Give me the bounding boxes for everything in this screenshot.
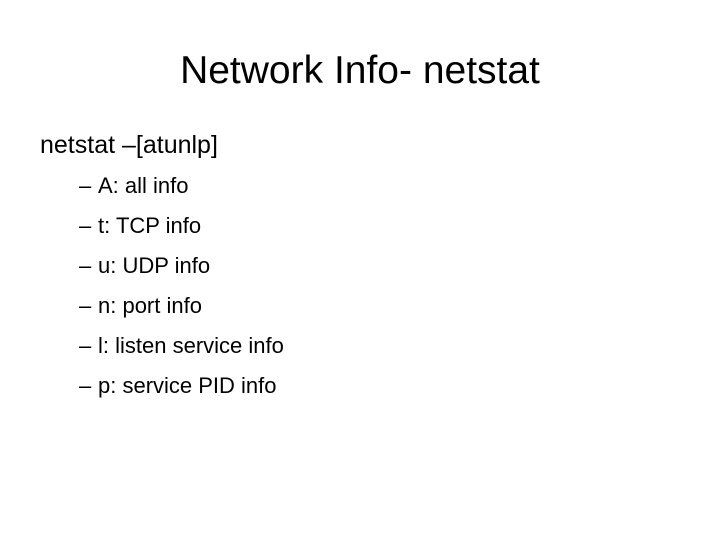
- slide-body: netstat –[atunlp] –A: all info –t: TCP i…: [0, 128, 720, 406]
- en-dash-marker-icon: –: [79, 213, 92, 238]
- list-item: –p: service PID info: [0, 366, 720, 406]
- list-item: –l: listen service info: [0, 326, 720, 366]
- list-item-label: l: listen service info: [98, 333, 284, 358]
- list-item-label: t: TCP info: [98, 213, 202, 238]
- list-item-label: p: service PID info: [98, 373, 277, 398]
- list-item-label: A: all info: [98, 173, 189, 198]
- bullet-level1-command: netstat –[atunlp]: [40, 131, 218, 159]
- en-dash-marker-icon: –: [79, 293, 92, 318]
- en-dash-marker-icon: –: [79, 333, 92, 358]
- list-item-label: n: port info: [98, 293, 202, 318]
- page-title: Network Info- netstat: [180, 49, 540, 92]
- list-item: –n: port info: [0, 286, 720, 326]
- list-item: –t: TCP info: [0, 206, 720, 246]
- list-item: –A: all info: [0, 166, 720, 206]
- list-item: –u: UDP info: [0, 246, 720, 286]
- list-item-label: u: UDP info: [98, 253, 211, 278]
- en-dash-marker-icon: –: [79, 373, 92, 398]
- sub-bullet-list: –A: all info –t: TCP info –u: UDP info –…: [0, 166, 720, 406]
- en-dash-marker-icon: –: [79, 173, 92, 198]
- en-dash-marker-icon: –: [79, 253, 92, 278]
